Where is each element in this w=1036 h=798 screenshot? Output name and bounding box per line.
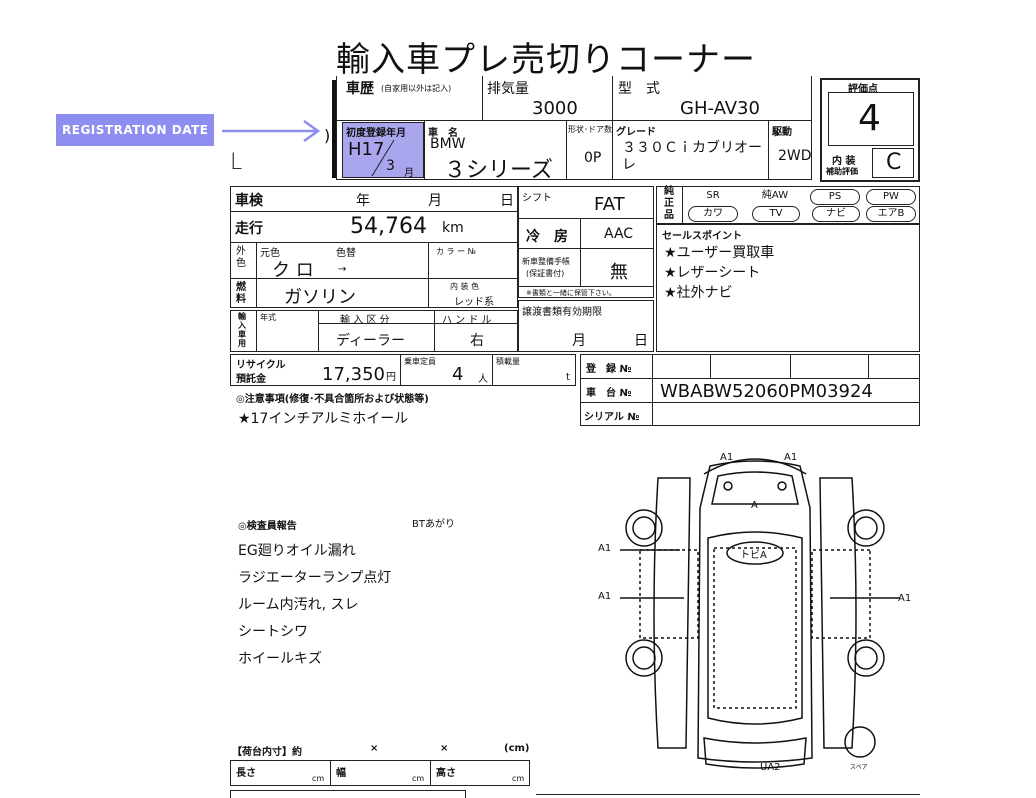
damage-mark: A1 xyxy=(784,452,798,463)
equip-pw: PW xyxy=(866,189,916,205)
equip-sr: SR xyxy=(706,190,720,201)
interior-score-sub: 補助評価 xyxy=(826,167,858,176)
history-note: (自家用以外は記入) xyxy=(381,84,452,93)
car-brand: BMW xyxy=(430,136,466,152)
shift-ac-box xyxy=(518,186,654,298)
handle-value: 右 xyxy=(470,333,484,349)
equip-navi: ナビ xyxy=(812,206,860,222)
damage-mark: A xyxy=(751,500,758,511)
side-mark: L xyxy=(230,150,243,175)
interior-score-value: C xyxy=(886,150,902,175)
vehicle-header-box xyxy=(336,76,812,180)
import-type-value: ディーラー xyxy=(336,333,406,349)
transfer-box xyxy=(518,300,654,352)
inspector-item: EG廻りオイル漏れ xyxy=(238,543,356,559)
inspector-label: ◎検査員報告 xyxy=(238,521,297,532)
cargo-box xyxy=(230,760,530,786)
note-item: ★17インチアルミホイール xyxy=(238,411,409,427)
registration-month-unit: 月 xyxy=(404,168,414,179)
interior-color-value: レッド系 xyxy=(454,297,494,308)
mileage-value: 54,764 xyxy=(350,214,427,239)
displacement-label: 排気量 xyxy=(487,81,529,97)
registration-date-label: REGISTRATION DATE xyxy=(56,114,215,146)
equip-tv: TV xyxy=(752,206,800,222)
score-box xyxy=(820,78,920,182)
score-value: 4 xyxy=(858,98,881,139)
sales-points-box xyxy=(656,224,920,352)
notes-label: ◎注意事項(修復･不具合箇所および状態等) xyxy=(236,394,429,405)
capacity-value: 4 xyxy=(452,364,464,385)
cargo-label: 【荷台内寸】約 xyxy=(232,747,302,758)
damage-mark: A1 xyxy=(598,591,612,602)
damage-mark: A1 xyxy=(898,593,912,604)
drive-label: 駆動 xyxy=(772,127,792,138)
damage-mark: UA2 xyxy=(760,762,781,773)
damage-mark: トビA xyxy=(740,550,767,561)
manual-value: 無 xyxy=(610,262,628,283)
displacement-value: 3000 xyxy=(532,98,578,119)
score-label: 評価点 xyxy=(848,84,878,95)
damage-mark: A1 xyxy=(598,543,612,554)
sales-point-item: ★社外ナビ xyxy=(664,285,733,301)
drive-value: 2WD xyxy=(778,148,812,164)
grade-label: グレード xyxy=(616,127,656,138)
equipment-box xyxy=(656,186,920,224)
registration-date-cell xyxy=(342,122,424,178)
arrow-right-icon xyxy=(222,119,321,143)
inspection-label: 車検 xyxy=(235,193,263,209)
grade-value: ３３０Ｃｉカブリオーレ xyxy=(622,140,762,173)
history-label: 車歴 xyxy=(346,81,374,97)
color-value: ク ロ xyxy=(272,260,314,281)
car-name-label: 車 名 xyxy=(428,128,458,139)
ac-value: AAC xyxy=(604,226,634,242)
damage-mark: A1 xyxy=(720,452,734,463)
interior-score-label: 内 装 xyxy=(832,156,856,167)
spare-label: スペア xyxy=(850,764,868,771)
car-damage-diagram xyxy=(620,458,900,769)
model-code: GH-AV30 xyxy=(680,98,760,119)
equip-leather: カワ xyxy=(688,206,738,222)
details-grid xyxy=(230,186,518,308)
chassis-number: WBABW52060PM03924 xyxy=(660,381,873,402)
registration-label: 初度登録年月 xyxy=(346,128,406,139)
body-label: 形状･ドア数 xyxy=(568,125,612,134)
recycle-row xyxy=(230,354,576,386)
car-series: ３シリーズ xyxy=(444,158,553,183)
inspector-tag: BTあがり xyxy=(412,519,455,530)
registration-era: H17 xyxy=(348,139,385,160)
equip-ps: PS xyxy=(810,189,860,205)
import-row xyxy=(230,310,518,352)
inspector-item: シートシワ xyxy=(238,624,308,640)
sales-point-item: ★レザーシート xyxy=(664,265,761,281)
mileage-label: 走行 xyxy=(235,221,263,237)
equip-airbag: エアB xyxy=(866,206,916,222)
sales-point-item: ★ユーザー買取車 xyxy=(664,245,775,261)
model-label: 型 式 xyxy=(618,81,660,97)
inspector-item: ホイールキズ xyxy=(238,651,322,667)
ids-box xyxy=(580,354,920,426)
page-title: 輸入車プレ売切りコーナー xyxy=(336,40,756,80)
fuel-value: ガソリン xyxy=(284,287,356,308)
recycle-value: 17,350 xyxy=(322,364,385,385)
shift-value: FAT xyxy=(594,194,625,215)
inspector-item: ルーム内汚れ, スレ xyxy=(238,597,359,613)
registration-month: 3 xyxy=(386,158,395,174)
body-value: 0P xyxy=(584,150,602,166)
inspector-item: ラジエーターランプ点灯 xyxy=(238,570,392,586)
equip-aw: 純AW xyxy=(761,190,789,201)
